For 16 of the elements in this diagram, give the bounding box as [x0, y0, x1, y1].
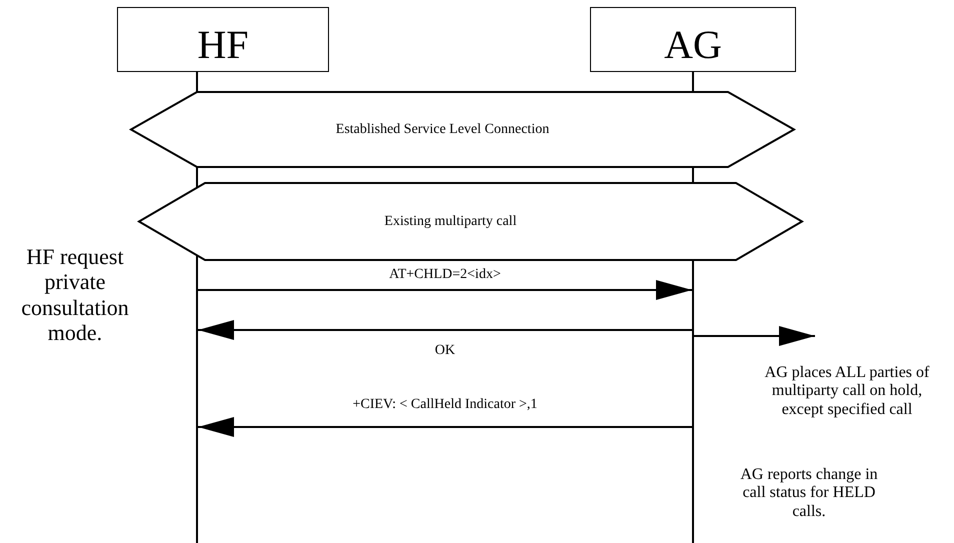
note-text: AG places ALL parties of multiparty call on hold, except specified call [764, 364, 930, 420]
note-text: HF request private consultation mode. [20, 244, 130, 346]
state-hexagon [131, 92, 794, 167]
message-label: +CIEV: < CallHeld Indicator >,1 [350, 397, 540, 412]
message-arrow [198, 417, 692, 437]
state-label: Existing multiparty call [384, 214, 517, 230]
message-arrow [198, 320, 692, 340]
note-text: AG reports change in call status for HELD calls. [739, 466, 879, 522]
state-hexagon [139, 183, 802, 260]
state-label: Established Service Level Connection [336, 122, 550, 138]
message-arrow [694, 326, 815, 346]
message-arrow [198, 280, 692, 300]
participant-name: HF [197, 25, 249, 65]
participant-box [117, 7, 329, 72]
participant-box [590, 7, 796, 72]
participant-name: AG [664, 25, 722, 65]
